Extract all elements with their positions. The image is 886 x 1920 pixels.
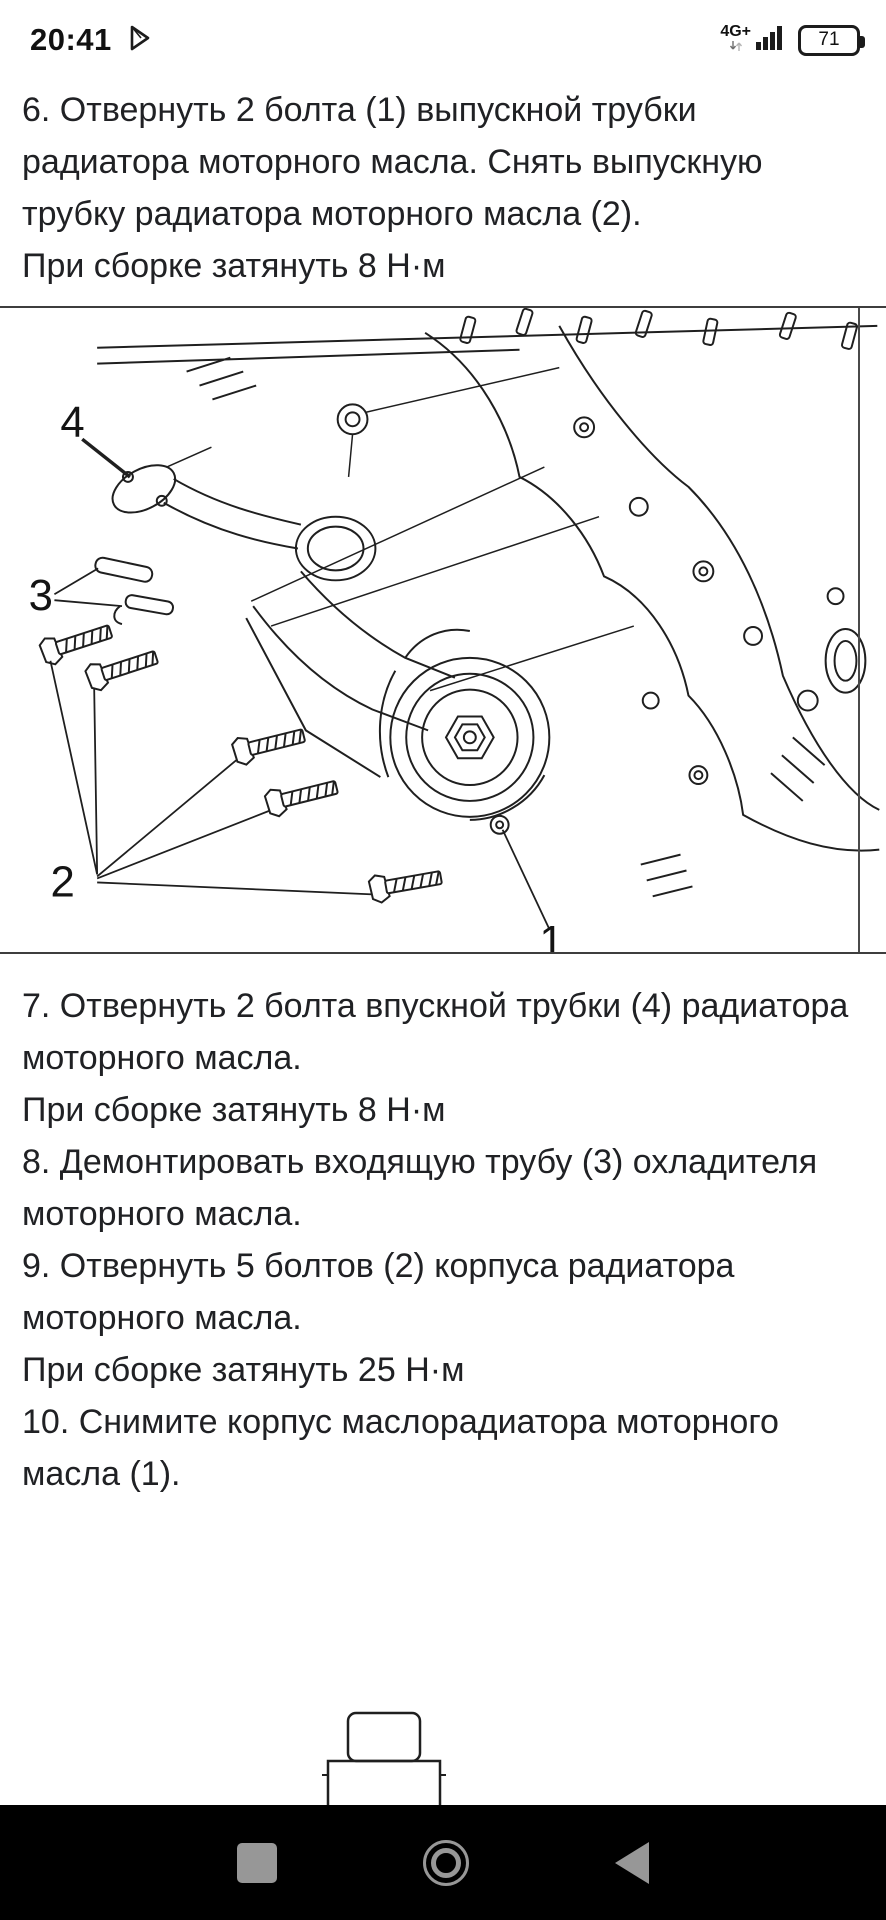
engine-diagram-svg: 4 3 2 1 <box>29 308 880 952</box>
home-button[interactable] <box>423 1839 469 1886</box>
step-10-text: 10. Снимите корпус маслорадиатора моторн… <box>22 1403 779 1493</box>
oil-cooler-housing <box>378 656 551 835</box>
step-8-text: 8. Демонтировать входящую трубу (3) охла… <box>22 1143 818 1233</box>
step-7-text: 7. Отвернуть 2 болта впускной трубки (4)… <box>22 987 849 1077</box>
callout-3: 3 <box>29 571 53 620</box>
status-bar: 20:41 4G+ <box>0 0 886 80</box>
network-cluster: 4G+ <box>720 24 786 56</box>
figure-right-border <box>858 308 860 952</box>
play-store-icon <box>126 24 152 57</box>
status-bar-left: 20:41 <box>30 22 152 58</box>
phone-screen: 20:41 4G+ <box>0 0 886 1500</box>
battery-icon: 71 <box>798 24 865 56</box>
callout-4: 4 <box>60 398 84 447</box>
oil-filter-cap-drawing <box>322 1711 446 1805</box>
callout-2: 2 <box>50 857 74 906</box>
navigation-bar <box>0 1805 886 1920</box>
signal-bars-icon <box>754 24 786 56</box>
callout-1: 1 <box>539 917 563 952</box>
callouts: 4 3 2 1 <box>29 398 564 952</box>
engine-diagram: 4 3 2 1 <box>0 306 886 954</box>
step-7-torque: При сборке затянуть 8 Н·м <box>22 1091 446 1129</box>
clock: 20:41 <box>30 22 112 57</box>
next-figure-partial <box>0 1705 886 1805</box>
leader-lines <box>49 437 551 930</box>
network-type-label: 4G+ <box>720 23 751 40</box>
engine-block <box>97 308 880 898</box>
oil-pipes <box>94 403 471 778</box>
instruction-text-bottom: 7. Отвернуть 2 болта впускной трубки (4)… <box>0 980 886 1500</box>
status-bar-right: 4G+ <box>720 24 865 56</box>
back-button[interactable] <box>615 1841 649 1884</box>
data-direction-arrows-icon <box>729 40 743 56</box>
recents-button[interactable] <box>237 1842 277 1883</box>
step-6-torque: При сборке затянуть 8 Н·м <box>22 247 446 285</box>
instruction-text-top: 6. Отвернуть 2 болта (1) выпускной трубк… <box>0 80 886 292</box>
step-6-text: 6. Отвернуть 2 болта (1) выпускной трубк… <box>22 91 763 233</box>
step-9-torque: При сборке затянуть 25 Н·м <box>22 1351 465 1389</box>
network-type: 4G+ <box>720 24 751 56</box>
battery-percent: 71 <box>818 29 840 50</box>
step-9-text: 9. Отвернуть 5 болтов (2) корпуса радиат… <box>22 1247 735 1337</box>
